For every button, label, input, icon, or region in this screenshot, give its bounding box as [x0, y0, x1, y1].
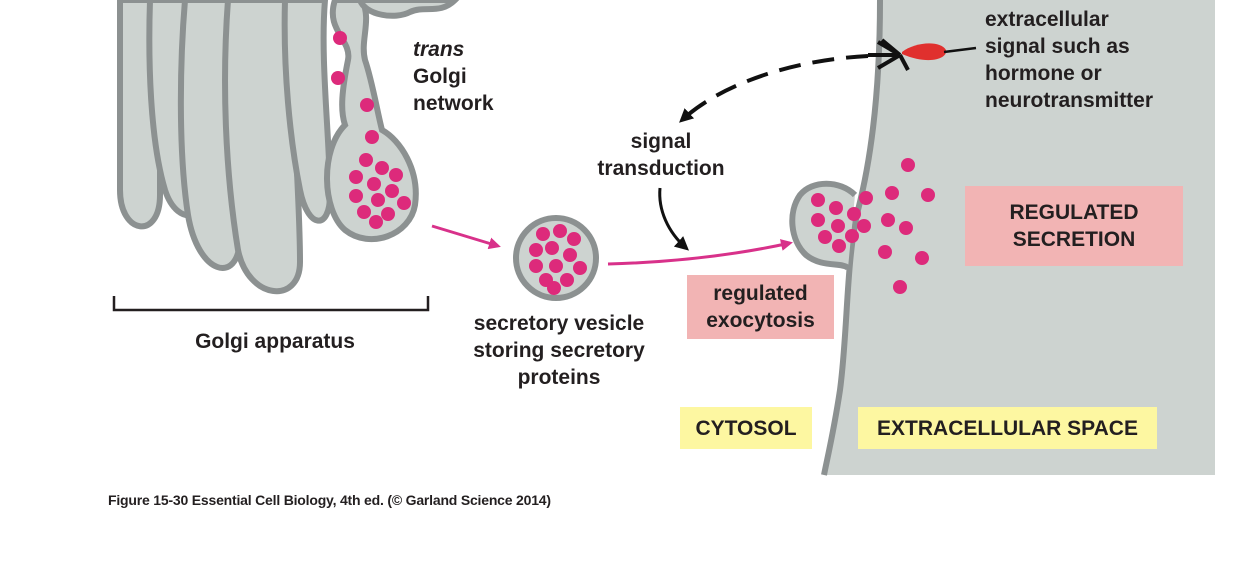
figure-caption: Figure 15-30 Essential Cell Biology, 4th…: [108, 492, 551, 508]
vesicle-cargo: [529, 224, 587, 295]
cytosol-box: CYTOSOL: [680, 407, 812, 449]
plasma-membrane: [821, 0, 883, 476]
extracellular-signal-label: extracellular signal such as hormone or …: [985, 6, 1153, 114]
golgi-label: Golgi: [413, 65, 467, 88]
trans-golgi-label: trans Golgi network: [413, 36, 494, 117]
arrow-tgn-to-vesicle: [431, 224, 501, 250]
secreted-cargo: [811, 158, 935, 294]
vesicle-line-3: proteins: [517, 366, 601, 389]
vesicle-line-2: storing secretory: [473, 339, 645, 362]
receptor-icon: [868, 38, 910, 71]
secretory-vesicle-label: secretory vesicle storing secretory prot…: [448, 310, 670, 391]
signal-line-2: transduction: [597, 157, 725, 180]
tgn-cargo: [331, 31, 411, 229]
golgi-bracket: [112, 296, 430, 312]
cytosol-label: CYTOSOL: [695, 416, 797, 440]
extracellular-space-box: EXTRACELLULAR SPACE: [858, 407, 1157, 449]
signal-transduction-dashed-arrow: [679, 54, 869, 123]
extracellular-space-label: EXTRACELLULAR SPACE: [877, 416, 1138, 440]
extracellular-line-3: hormone or: [985, 62, 1102, 85]
exocytosis-line-2: exocytosis: [706, 309, 815, 332]
golgi-apparatus: [117, 0, 460, 295]
vesicle-line-1: secretory vesicle: [473, 312, 645, 335]
golgi-apparatus-text: Golgi apparatus: [195, 330, 355, 353]
signal-pointer-line: [943, 46, 977, 54]
extracellular-line-4: neurotransmitter: [985, 89, 1154, 112]
network-label: network: [413, 92, 494, 115]
signal-line-1: signal: [630, 130, 692, 153]
extracellular-line-1: extracellular: [985, 8, 1109, 31]
extracellular-line-2: signal such as: [985, 35, 1130, 58]
regulated-exocytosis-box: regulated exocytosis: [687, 275, 834, 339]
signal-transduction-arrow: [658, 187, 689, 251]
signal-molecule-icon: [902, 43, 947, 61]
arrow-vesicle-to-membrane: [607, 239, 793, 266]
trans-label: trans: [413, 38, 465, 61]
exocytosis-line-1: regulated: [713, 282, 808, 305]
regulated-line-1: REGULATED: [1009, 201, 1139, 224]
signal-transduction-label: signal transduction: [586, 128, 736, 182]
regulated-secretion-box: REGULATED SECRETION: [965, 186, 1183, 266]
golgi-apparatus-label: Golgi apparatus: [160, 328, 390, 355]
regulated-line-2: SECRETION: [1012, 228, 1136, 251]
